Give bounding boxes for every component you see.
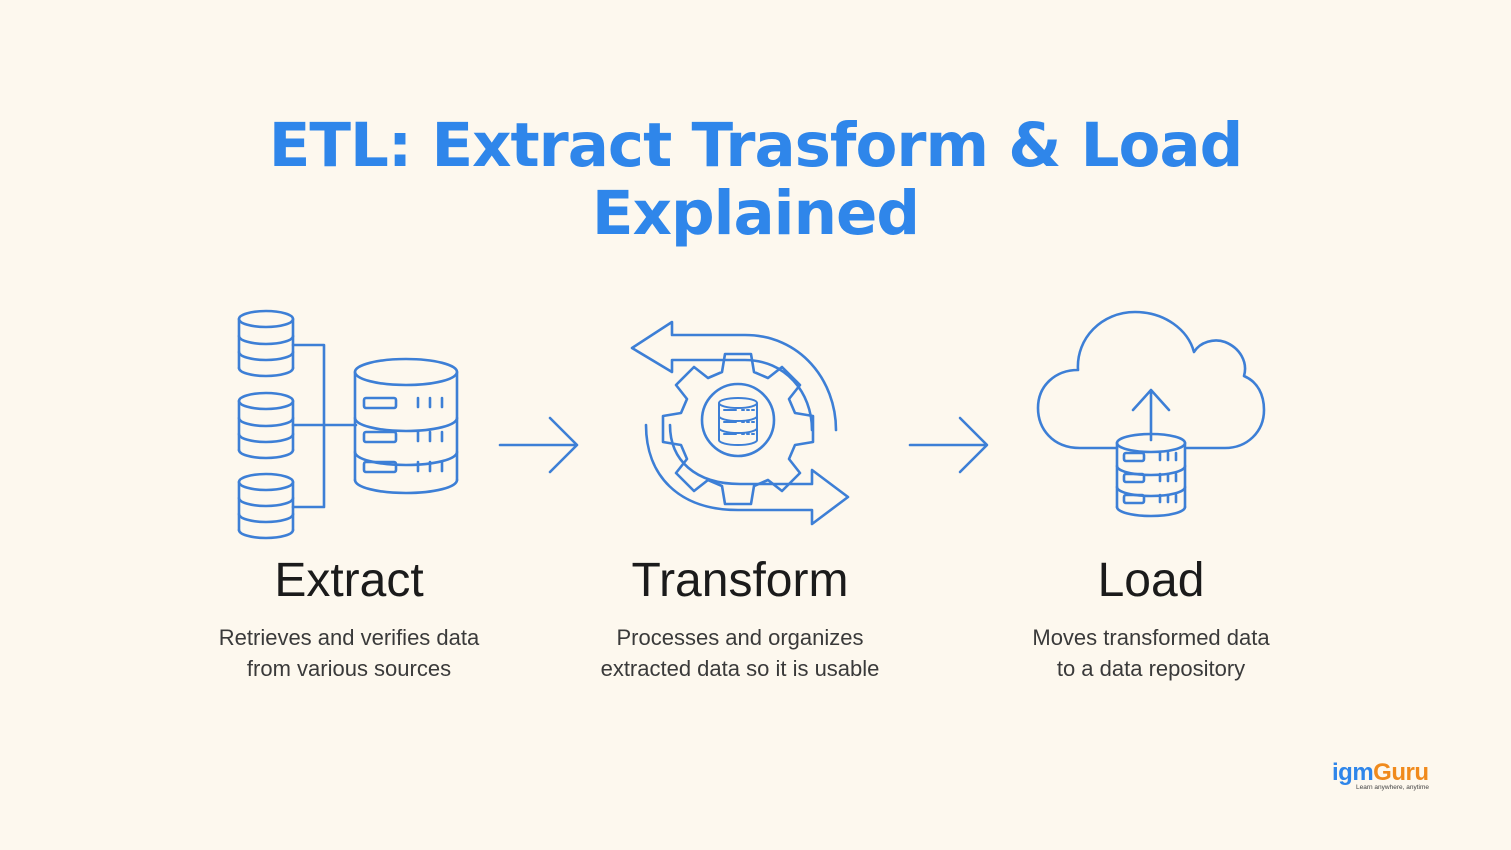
cloud-icon	[1036, 310, 1266, 450]
stage-description-line: Retrieves and verifies data	[218, 625, 480, 650]
stage-description-extract: Retrieves and verifies data from various…	[149, 622, 549, 684]
gear-cycle-icon	[630, 320, 850, 526]
stage-description-line: Processes and organizes	[616, 625, 864, 650]
stage-title-extract: Extract	[274, 554, 424, 607]
source-database-icon	[237, 391, 295, 460]
stage-transform: Transform Processes and organizes extrac…	[540, 552, 940, 684]
stage-description-line: to a data repository	[1056, 656, 1246, 681]
server-icon	[1115, 432, 1187, 518]
stage-description-transform: Processes and organizes extracted data s…	[540, 622, 940, 684]
page-title-line-2: Explained	[591, 178, 920, 249]
stage-title-load: Load	[1097, 554, 1205, 607]
stage-description-load: Moves transformed data to a data reposit…	[951, 622, 1351, 684]
page-title: ETL: Extract Trasform & Load Explained	[0, 112, 1511, 248]
upload-arrow-icon	[1131, 388, 1171, 442]
stage-description-line: Moves transformed data	[1032, 625, 1270, 650]
brand-logo-tagline: Learn anywhere, anytime	[1356, 784, 1429, 791]
gear-icon	[661, 352, 815, 506]
source-database-icon	[237, 472, 295, 540]
stage-description-line: extracted data so it is usable	[600, 656, 880, 681]
mini-server-icon	[718, 397, 758, 446]
stage-title-transform: Transform	[631, 554, 849, 607]
brand-logo: igmGuru Learn anywhere, anytime	[1332, 760, 1442, 792]
arrow-right-icon	[498, 416, 579, 474]
brand-logo-wordmark: igmGuru	[1332, 760, 1442, 786]
database-sources-icon	[237, 309, 459, 540]
server-icon	[353, 357, 459, 495]
brand-logo-part-1: igm	[1332, 759, 1374, 786]
stage-description-line: from various sources	[246, 656, 452, 681]
connector-lines	[291, 343, 358, 509]
stage-load: Load Moves transformed data to a data re…	[951, 552, 1351, 684]
page-title-line-1: ETL: Extract Trasform & Load	[268, 110, 1244, 181]
source-database-icon	[237, 309, 295, 378]
arrow-right-icon	[908, 416, 989, 474]
stage-extract: Extract Retrieves and verifies data from…	[149, 552, 549, 684]
brand-logo-part-2: Guru	[1373, 759, 1429, 786]
cloud-upload-icon	[1036, 310, 1266, 518]
